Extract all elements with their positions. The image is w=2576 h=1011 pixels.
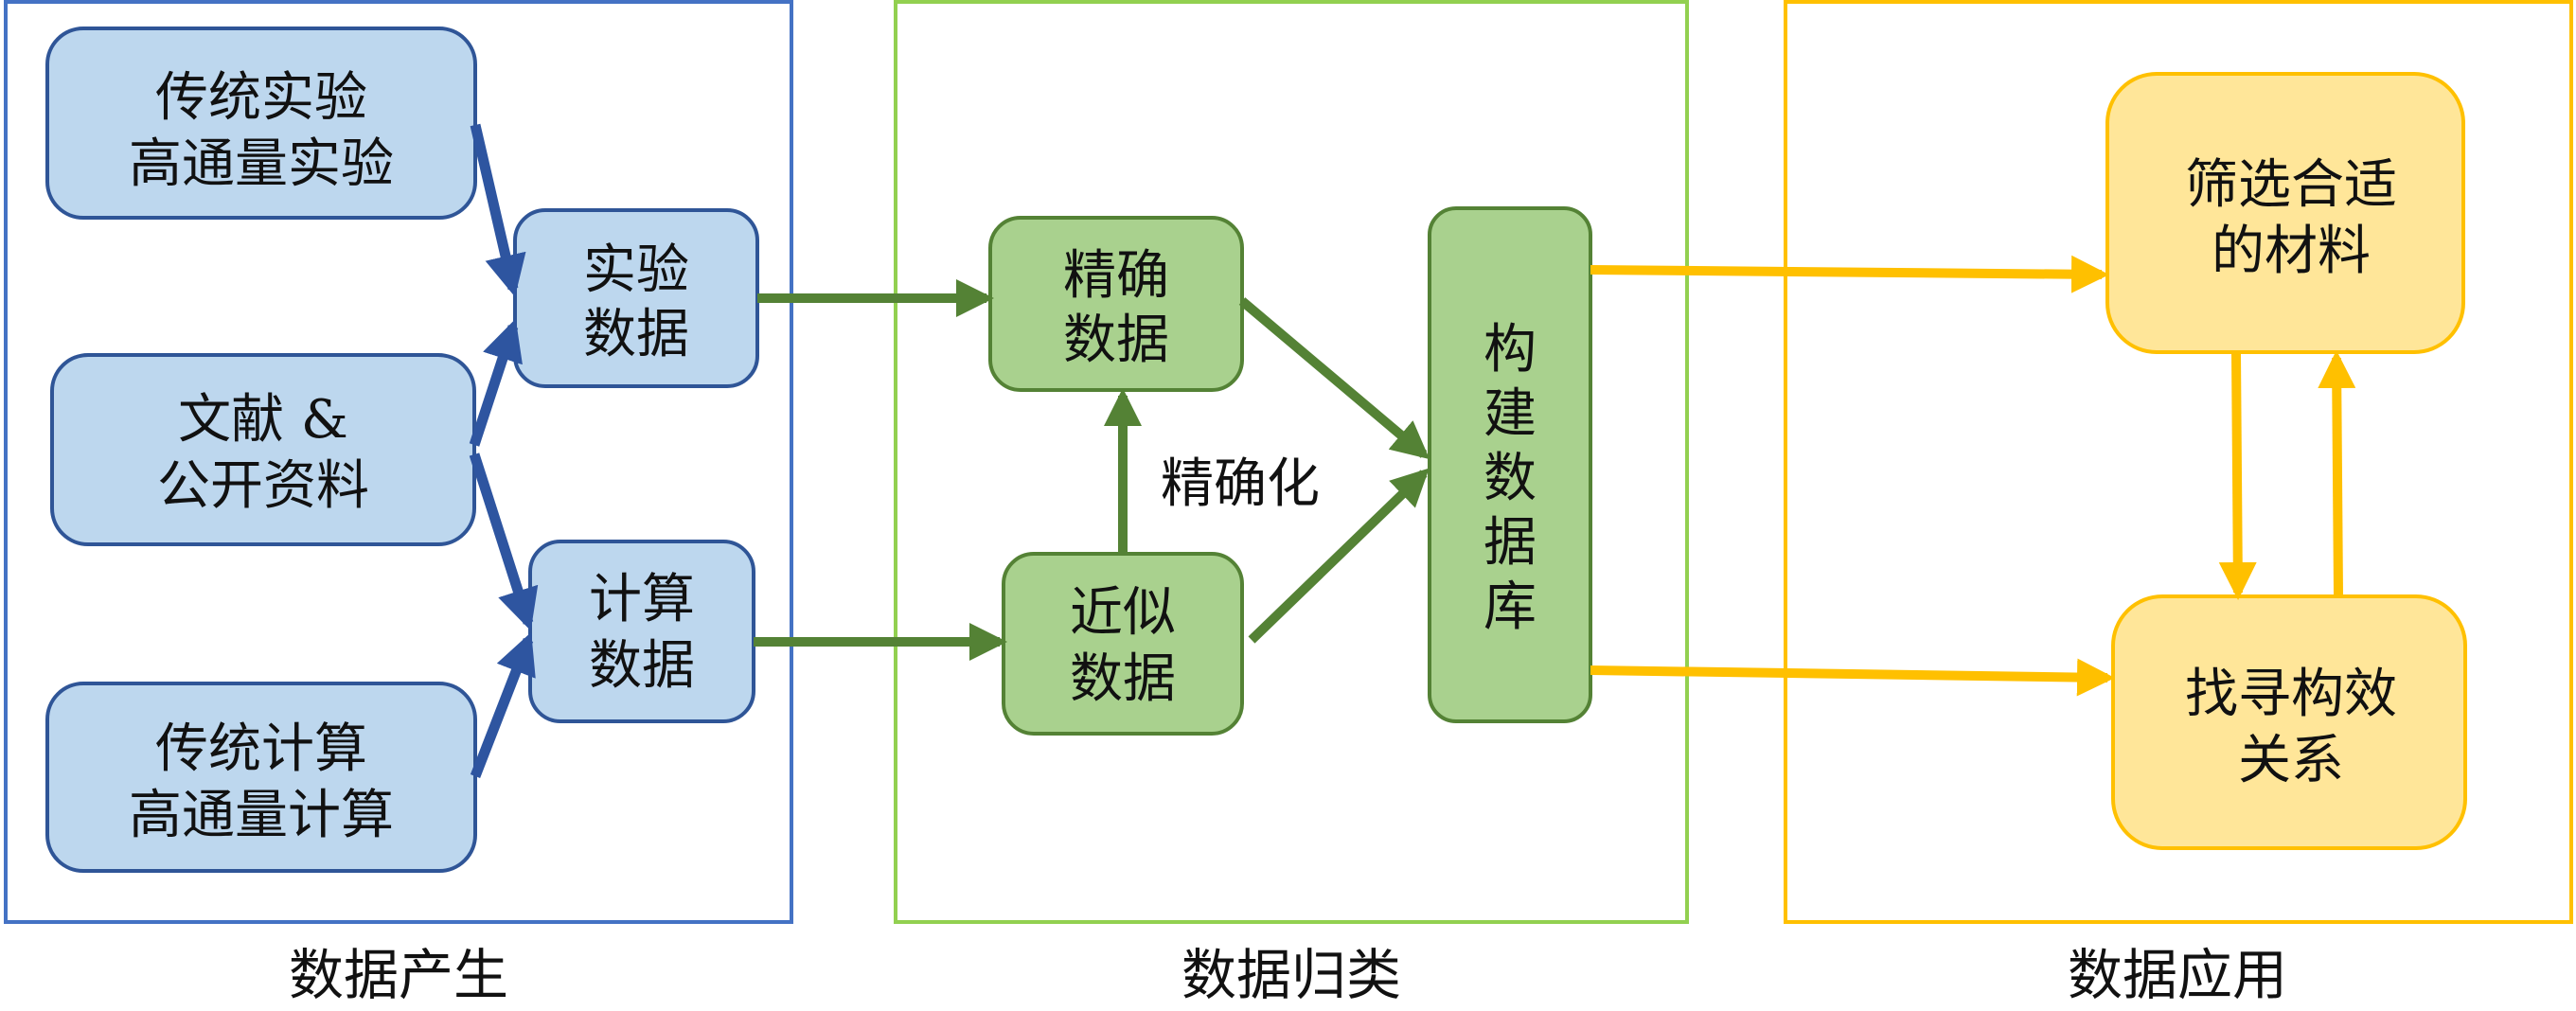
database-char-5: 库 xyxy=(1483,576,1537,638)
arrow-literature-to-expdata xyxy=(469,318,523,447)
computational-data-line2: 数据 xyxy=(589,635,695,697)
arrow-precise-to-database xyxy=(1238,297,1430,460)
traditional-experiment-line2: 高通量实验 xyxy=(129,133,394,195)
approximate-data-node: 近似 数据 xyxy=(1002,552,1244,736)
arrow-database-to-relations xyxy=(1590,658,2115,697)
screen-materials-node: 筛选合适 的材料 xyxy=(2105,72,2465,354)
refinement-label: 精确化 xyxy=(1161,453,1320,515)
literature-line2: 公开资料 xyxy=(157,455,369,517)
experimental-data-line1: 实验 xyxy=(583,239,689,301)
computational-data-line1: 计算 xyxy=(589,569,695,630)
database-node: 构 建 数 据 库 xyxy=(1428,206,1592,723)
production-caption: 数据产生 xyxy=(289,943,508,1007)
database-char-1: 构 xyxy=(1483,319,1537,381)
literature-line1: 文献 & xyxy=(178,389,348,451)
find-relations-node: 找寻构效 关系 xyxy=(2111,594,2467,850)
experimental-data-line2: 数据 xyxy=(583,304,689,365)
experimental-data-node: 实验 数据 xyxy=(513,208,759,388)
traditional-computation-node: 传统计算 高通量计算 xyxy=(45,682,477,873)
arrow-screen-to-relations xyxy=(2218,353,2257,600)
classification-frame xyxy=(894,0,1689,924)
traditional-computation-line2: 高通量计算 xyxy=(129,785,394,846)
application-frame xyxy=(1784,0,2573,924)
precise-data-node: 精确 数据 xyxy=(988,216,1244,392)
arrow-literature-to-compdata xyxy=(469,452,539,631)
arrow-computation-to-compdata xyxy=(470,631,536,778)
precise-data-line1: 精确 xyxy=(1063,245,1169,307)
database-char-4: 据 xyxy=(1483,512,1537,574)
find-relations-line2: 关系 xyxy=(2238,730,2344,791)
traditional-experiment-node: 传统实验 高通量实验 xyxy=(45,27,477,220)
classification-caption: 数据归类 xyxy=(1181,943,1401,1007)
approximate-data-line2: 数据 xyxy=(1070,648,1176,710)
arrow-database-to-screen xyxy=(1590,255,2109,293)
arrow-approx-to-database xyxy=(1248,468,1430,644)
literature-node: 文献 & 公开资料 xyxy=(50,353,476,546)
database-char-3: 数 xyxy=(1483,448,1537,509)
find-relations-line1: 找寻构效 xyxy=(2185,664,2397,725)
traditional-experiment-line1: 传统实验 xyxy=(155,67,367,129)
arrow-experiment-to-expdata xyxy=(470,123,526,297)
screen-materials-line2: 的材料 xyxy=(2212,221,2371,282)
arrow-relations-to-screen xyxy=(2318,350,2356,595)
approximate-data-line1: 近似 xyxy=(1070,582,1176,644)
screen-materials-line1: 筛选合适 xyxy=(2185,154,2397,216)
production-frame xyxy=(4,0,793,924)
database-char-2: 建 xyxy=(1483,383,1537,445)
precise-data-line2: 数据 xyxy=(1063,310,1169,371)
computational-data-node: 计算 数据 xyxy=(528,540,755,723)
application-caption: 数据应用 xyxy=(2068,943,2287,1007)
traditional-computation-line1: 传统计算 xyxy=(155,718,367,780)
